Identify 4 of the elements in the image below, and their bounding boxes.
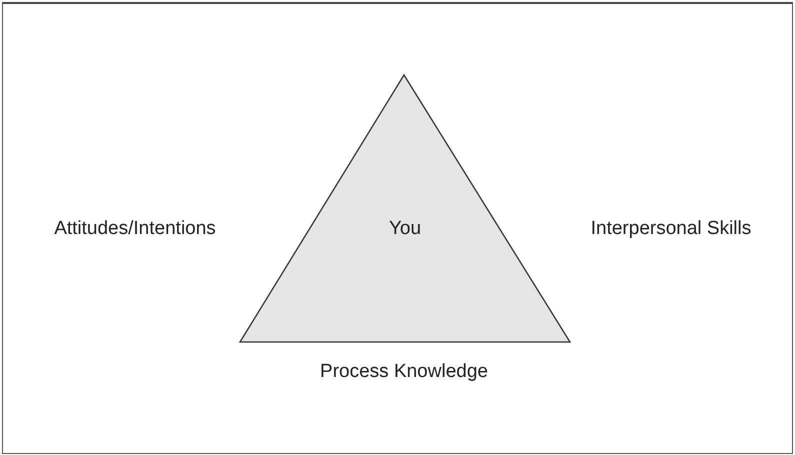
center-label: You	[388, 218, 422, 240]
side-label: Attitudes/Intentions	[54, 218, 216, 240]
side-label: Process Knowledge	[320, 361, 488, 383]
side-label: Interpersonal Skills	[590, 218, 752, 240]
